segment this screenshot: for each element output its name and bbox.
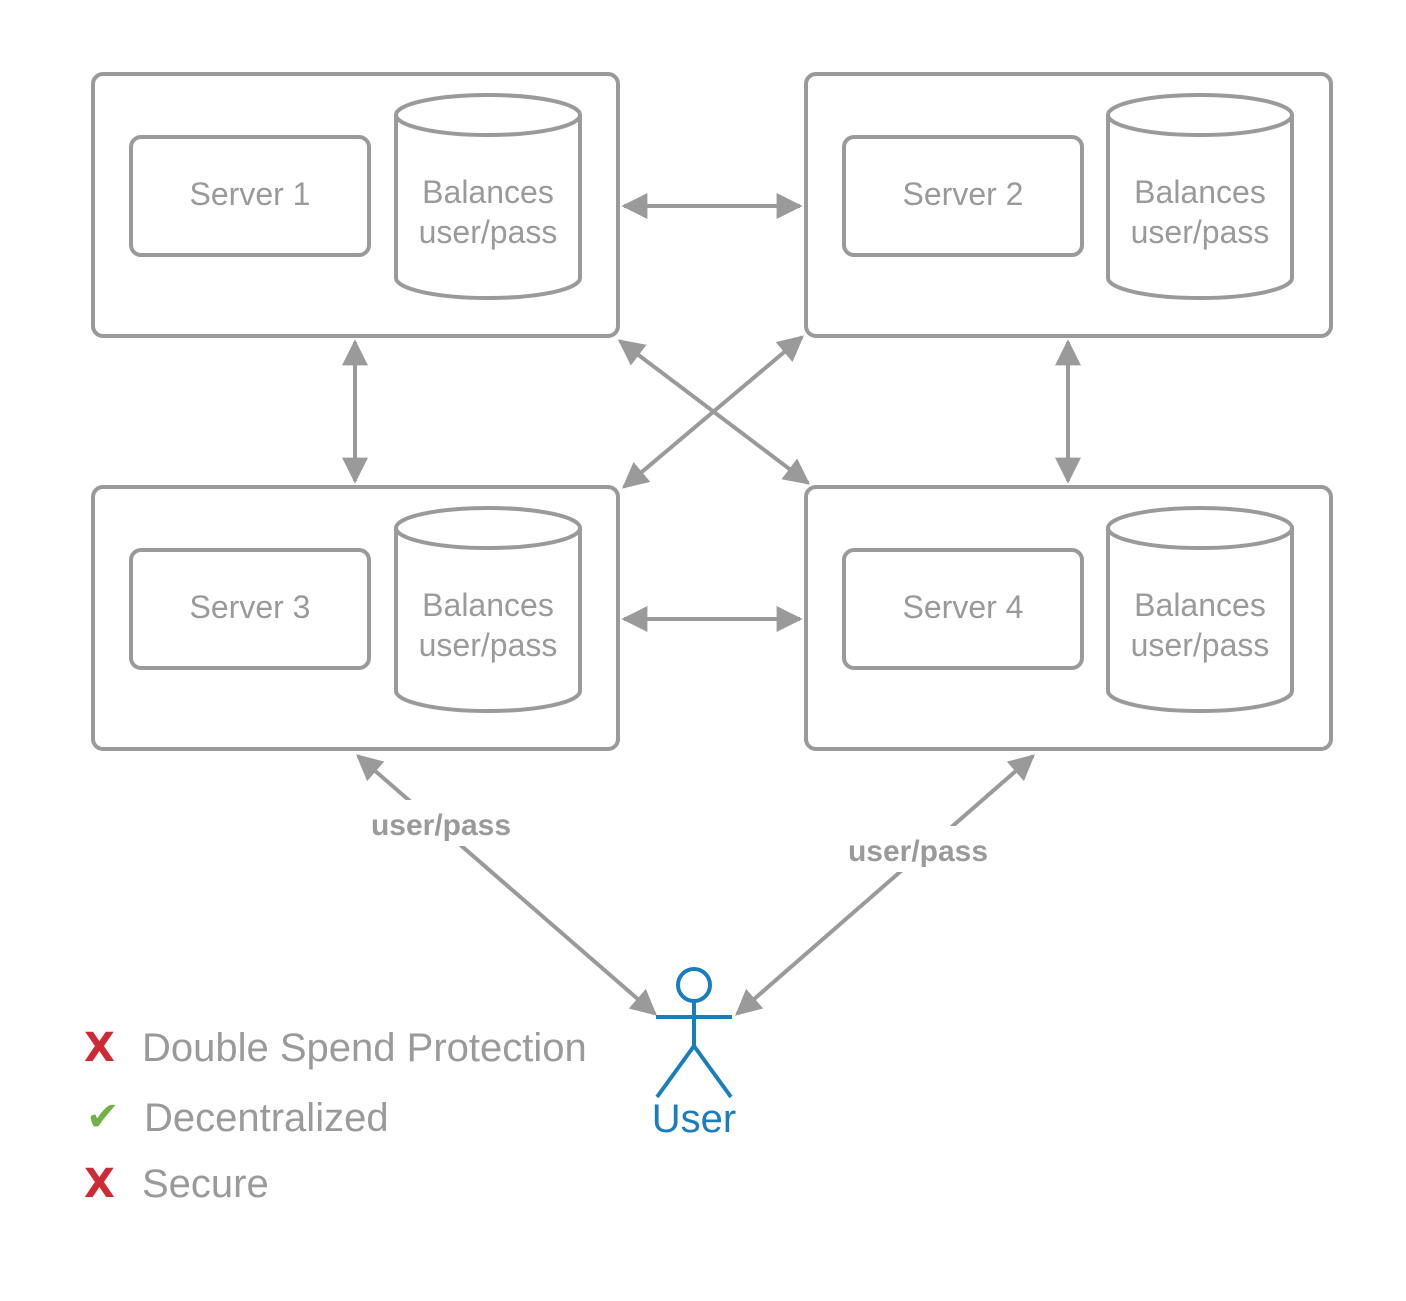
- user-label: User: [652, 1097, 736, 1141]
- server-1-label: Server 1: [190, 176, 311, 212]
- database-2-line1: Balances: [1134, 174, 1266, 210]
- server-2-label: Server 2: [903, 176, 1024, 212]
- server-4-box: [842, 548, 1084, 670]
- database-cylinder-1: [394, 93, 582, 300]
- server-2-box: [842, 135, 1084, 257]
- server-4-label: Server 4: [903, 589, 1024, 625]
- database-4-line2: user/pass: [1131, 627, 1270, 663]
- edge-label-left-bg: [356, 800, 524, 846]
- legend-text-double-spend: Double Spend Protection: [142, 1026, 587, 1070]
- database-cylinder-3: [394, 506, 582, 713]
- legend-mark-double-spend: X: [84, 1025, 115, 1071]
- edge-label-left: user/pass: [371, 809, 511, 842]
- connection-user-server3: [356, 754, 657, 1016]
- server-1-box: [129, 135, 371, 257]
- legend: X Double Spend Protection ✔ Decentralize…: [84, 1025, 587, 1207]
- database-1-line1: Balances: [422, 174, 554, 210]
- connection-server2-server3: [622, 335, 804, 489]
- connection-user-server4: [735, 754, 1035, 1016]
- server-node-1: Server 1 Balances user/pass: [91, 72, 620, 338]
- server-node-4: Server 4 Balances user/pass: [804, 485, 1333, 751]
- database-3-line2: user/pass: [419, 627, 558, 663]
- server-3-box: [129, 548, 371, 670]
- database-cylinder-2: [1106, 93, 1294, 300]
- database-3-line1: Balances: [422, 587, 554, 623]
- legend-mark-secure: X: [84, 1161, 115, 1207]
- legend-mark-decentralized: ✔: [86, 1094, 120, 1140]
- legend-text-decentralized: Decentralized: [144, 1096, 389, 1140]
- database-1-line2: user/pass: [419, 214, 558, 250]
- server-node-3: Server 3 Balances user/pass: [91, 485, 620, 751]
- edge-label-right: user/pass: [848, 835, 988, 868]
- edge-label-right-bg: [834, 826, 1002, 872]
- user-stick-figure-icon: [655, 967, 733, 1099]
- database-cylinder-4: [1106, 506, 1294, 713]
- database-4-line1: Balances: [1134, 587, 1266, 623]
- database-2-line2: user/pass: [1131, 214, 1270, 250]
- server-3-label: Server 3: [190, 589, 311, 625]
- server-node-2: Server 2 Balances user/pass: [804, 72, 1333, 338]
- legend-text-secure: Secure: [142, 1162, 269, 1206]
